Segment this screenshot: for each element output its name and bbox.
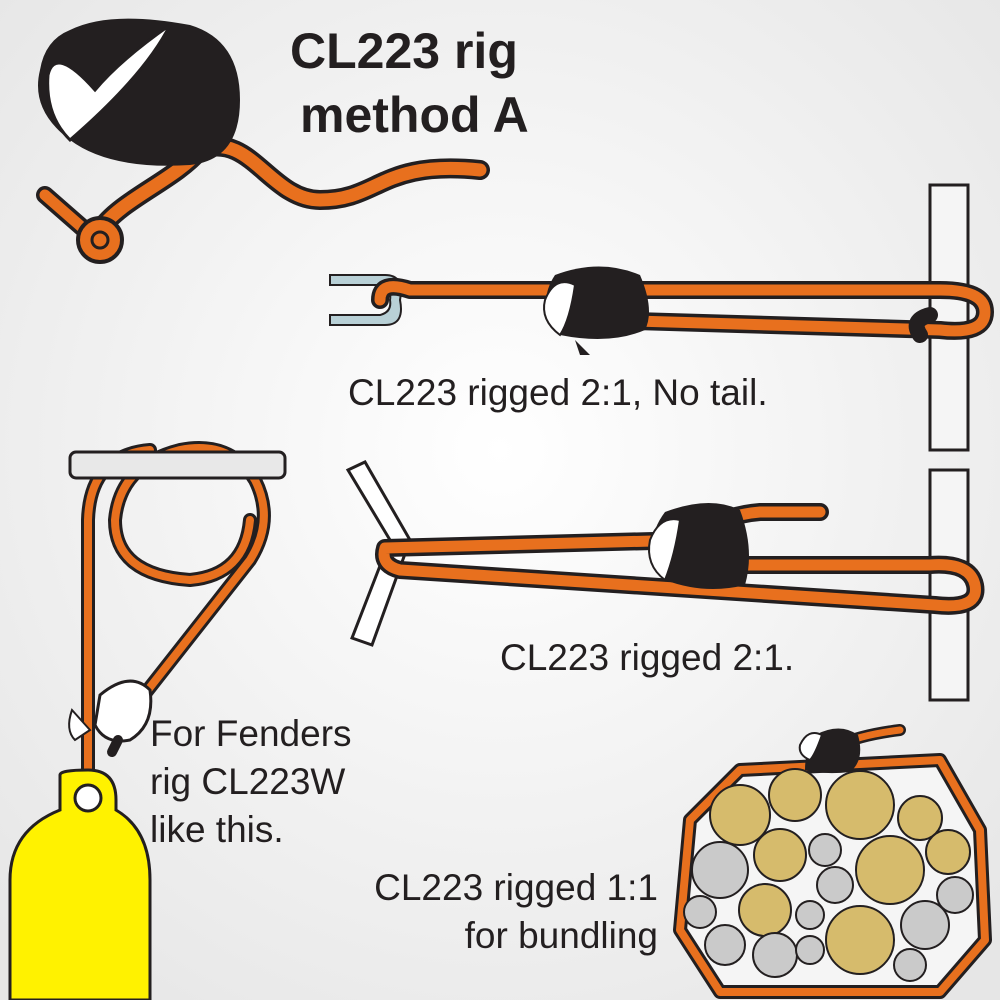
cleat xyxy=(38,18,240,166)
caption-fenders-line-2: rig CL223W xyxy=(150,761,345,802)
fender xyxy=(8,768,152,1000)
caption-rigged-2-1: CL223 rigged 2:1. xyxy=(500,637,794,678)
knot xyxy=(76,216,124,264)
rail xyxy=(68,450,287,480)
caption-no-tail: CL223 rigged 2:1, No tail. xyxy=(348,372,768,413)
post xyxy=(928,468,970,702)
caption-bundling-line-2: for bundling xyxy=(465,915,658,956)
caption-fenders-line-1: For Fenders xyxy=(150,713,352,754)
rig-2-1-illustration xyxy=(345,460,985,702)
method-a-illustration xyxy=(36,18,490,264)
rig-no-tail-illustration xyxy=(329,183,994,452)
title-line-1: CL223 rig xyxy=(290,23,518,79)
caption-bundling-line-1: CL223 rigged 1:1 xyxy=(374,867,658,908)
caption-fenders-line-3: like this. xyxy=(150,809,284,850)
bundle-illustration xyxy=(673,724,992,999)
title-line-2: method A xyxy=(300,87,529,143)
fender-rig-illustration xyxy=(8,441,287,1000)
cleat-white xyxy=(93,679,153,743)
